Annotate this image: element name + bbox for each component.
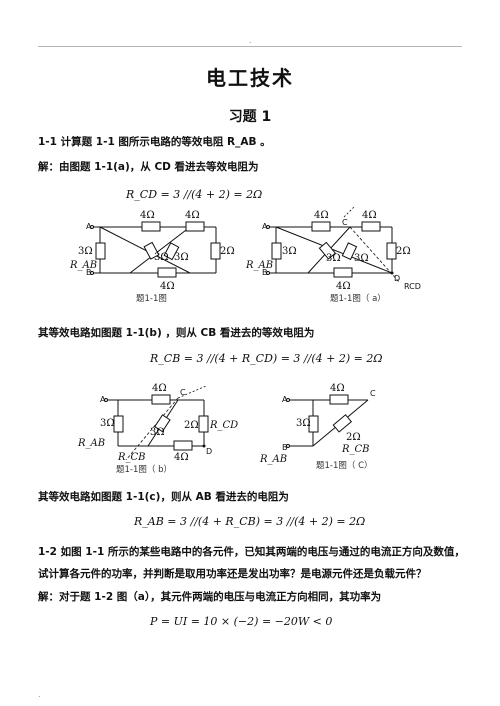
fig1c-node-c: C: [370, 389, 376, 398]
fig1a-node-c: C: [342, 218, 348, 227]
equivalent-c-text: 其等效电路如图题 1-1(c)，则从 AB 看进去的电阻为: [38, 491, 289, 503]
fig1c-r-top: 4Ω: [330, 383, 345, 394]
fig1-r-right: 2Ω: [220, 246, 235, 257]
header-dot: .: [249, 36, 252, 45]
fig1a-r-mid1: 3Ω: [326, 253, 341, 264]
fig1a-caption: 题1-1图（ a）: [330, 293, 386, 304]
fig1c-node-a: A: [282, 395, 288, 404]
doc-title: 电工技术: [206, 66, 294, 90]
fig1b-caption: 题1-1图（ b）: [116, 464, 172, 475]
fig1a-node-d: D: [394, 274, 400, 283]
fig1-node-b: B: [86, 268, 92, 277]
fig1c-rcb: R_CB: [341, 444, 370, 455]
fig1a-r-bottom: 4Ω: [336, 281, 351, 292]
equation-power: P = UI = 10 × (−2) = −20W < 0: [150, 615, 333, 628]
doc-subtitle: 习题 1: [228, 109, 272, 125]
equivalent-b-text: 其等效电路如图题 1-1(b) ，则从 CB 看进去的等效电阻为: [38, 327, 315, 339]
fig1-r-mid2: 3Ω: [174, 252, 189, 263]
fig1-r-top1: 4Ω: [140, 210, 155, 221]
solution-intro: 解：由图题 1-1(a)，从 CD 看进去等效电阻为: [38, 161, 259, 173]
equation-rcb: R_CB = 3 //(4 + R_CD) = 3 //(4 + 2) = 2Ω: [150, 352, 383, 365]
fig1a-r-top1: 4Ω: [314, 210, 329, 221]
fig1a-rab: R_AB: [245, 260, 273, 271]
fig1a-r-left: 3Ω: [282, 246, 297, 257]
fig1a-node-a: A: [262, 222, 268, 231]
figure-1-1-b: A C D 4Ω 3Ω 3Ω 2Ω R_CD 4Ω R_AB R_CB 题1-1…: [77, 383, 238, 475]
equation-rab: R_AB = 3 //(4 + R_CB) = 3 //(4 + 2) = 2Ω: [134, 515, 366, 528]
fig1c-r-diag-val: 2Ω: [346, 432, 361, 443]
fig1a-node-b: B: [262, 268, 268, 277]
fig1c-caption: 题1-1图（ C）: [316, 460, 373, 471]
equation-rcd: R_CD = 3 //(4 + 2) = 2Ω: [126, 188, 263, 201]
fig1a-r-right: 2Ω: [396, 246, 411, 257]
footer-dot: .: [38, 690, 41, 699]
fig1-caption: 题1-1图: [136, 294, 167, 304]
problem-1-2-cont: 试计算各元件的功率，并判断是取用功率还是发出功率？是电源元件还是负载元件？: [38, 568, 427, 580]
figure-1-1: A B 4Ω 4Ω 3Ω 3Ω 3Ω 2Ω 4Ω R_AB 题1-1图: [69, 210, 235, 304]
problem-1-1: 1-1 计算题 1-1 图所示电路的等效电阻 R_AB 。: [38, 136, 271, 148]
fig1a-r-mid2: 3Ω: [354, 253, 369, 264]
fig1b-r-bottom: 4Ω: [174, 452, 189, 463]
problem-1-2: 1-2 如图 1-1 所示的某些电路中的各元件，已知其两端的电压与通过的电流正方…: [38, 546, 465, 558]
fig1-node-a: A: [86, 222, 92, 231]
fig1b-node-d: D: [206, 447, 212, 456]
fig1-r-top2: 4Ω: [185, 210, 200, 221]
header-rule: [38, 46, 462, 47]
figure-1-1-c: A B C 4Ω 3Ω 2Ω R_CB R_AB 题1-1图（ C）: [259, 383, 376, 471]
fig1a-rcd: RCD: [404, 282, 421, 291]
fig1c-r-left: 3Ω: [296, 418, 311, 429]
fig1-r-bottom: 4Ω: [160, 281, 175, 292]
fig1b-r-mid: 3Ω: [150, 427, 165, 438]
fig1-r-mid1: 3Ω: [154, 252, 169, 263]
figure-1-1-a: A B C D 4Ω 4Ω 3Ω 3Ω 3Ω 2Ω 4Ω R_AB RCD 题1…: [245, 206, 421, 304]
fig1-r-left: 3Ω: [78, 246, 93, 257]
solution-1-2: 解：对于题 1-2 图（a），其元件两端的电压与电流正方向相同，其功率为: [38, 591, 382, 603]
fig1b-rcb-label: R_CB: [117, 452, 146, 463]
fig1c-node-b: B: [282, 443, 288, 452]
fig1-rab: R_AB: [69, 260, 97, 271]
fig1b-r-left: 3Ω: [100, 418, 115, 429]
fig1b-node-a: A: [100, 395, 106, 404]
fig1b-rcd: R_CD: [209, 420, 238, 431]
fig1b-r-top: 4Ω: [152, 383, 167, 394]
fig1b-rab: R_AB: [77, 438, 105, 449]
fig1a-r-top2: 4Ω: [362, 210, 377, 221]
fig1b-r-right-val: 2Ω: [184, 420, 199, 431]
fig1c-rab: R_AB: [259, 454, 287, 465]
fig1b-node-c: C: [180, 388, 186, 397]
